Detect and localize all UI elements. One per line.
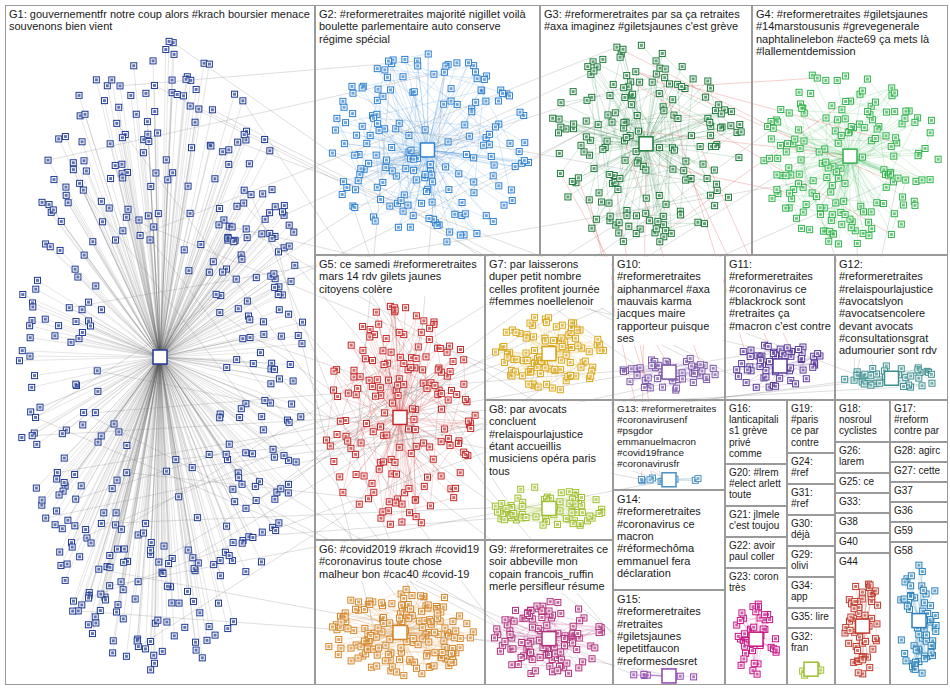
graph-canvas: G1: gouvernementfr notre coup alors #kra… (0, 0, 950, 688)
